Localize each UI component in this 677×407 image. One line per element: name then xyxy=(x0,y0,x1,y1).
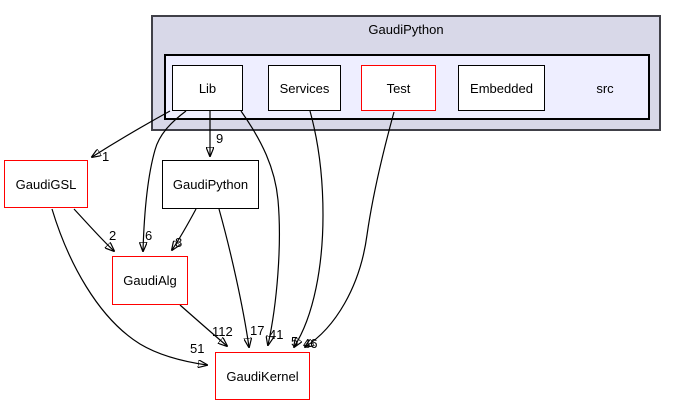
node-gaudigsl[interactable]: GaudiGSL xyxy=(4,160,88,208)
node-test[interactable]: Test xyxy=(361,65,436,111)
edge-count-lib-gaudialg[interactable]: 6 xyxy=(145,228,153,243)
edge-count-lib-gaudipython[interactable]: 9 xyxy=(216,131,224,146)
edge-count-test-gaudikernel[interactable]: 46 xyxy=(303,336,318,351)
node-embedded[interactable]: Embedded xyxy=(458,65,545,111)
node-lib[interactable]: Lib xyxy=(172,65,243,111)
edge-count-services-gaudikernel[interactable]: 5 xyxy=(291,334,299,349)
node-gaudipython[interactable]: GaudiPython xyxy=(162,160,259,209)
node-gaudipython-label: GaudiPython xyxy=(172,177,249,192)
node-gaudialg[interactable]: GaudiAlg xyxy=(112,256,188,305)
node-services[interactable]: Services xyxy=(268,65,341,111)
edge-test-to-gaudikernel xyxy=(305,111,395,347)
edge-count-gaudigsl-gaudikernel[interactable]: 51 xyxy=(190,341,205,356)
edge-count-gaudipython-gaudikernel[interactable]: 17 xyxy=(250,323,265,338)
node-lib-label: Lib xyxy=(198,80,217,96)
node-embedded-label: Embedded xyxy=(470,80,533,96)
edge-services-to-gaudikernel xyxy=(294,110,324,347)
node-test-label: Test xyxy=(386,80,411,96)
node-gaudigsl-label: GaudiGSL xyxy=(15,176,77,192)
edge-count-gaudipython-gaudialg[interactable]: 8 xyxy=(175,235,183,250)
node-services-label: Services xyxy=(279,80,330,96)
edge-count-lib-gaudikernel[interactable]: 41 xyxy=(269,327,284,342)
cluster-src-label: src xyxy=(596,80,614,96)
edge-gaudigsl-to-gaudialg xyxy=(73,208,114,251)
edge-lib-to-gaudikernel xyxy=(240,110,280,345)
edge-count-gaudialg-gaudikernel[interactable]: 112 xyxy=(212,324,233,339)
edge-count-lib-gaudigsl[interactable]: 1 xyxy=(102,149,110,164)
edge-count-gaudigsl-gaudialg[interactable]: 2 xyxy=(109,228,117,243)
cluster-gaudipython-label[interactable]: GaudiPython xyxy=(368,22,444,37)
node-gaudikernel[interactable]: GaudiKernel xyxy=(215,352,310,400)
node-gaudialg-label: GaudiAlg xyxy=(123,273,177,288)
node-gaudikernel-label: GaudiKernel xyxy=(226,368,299,384)
